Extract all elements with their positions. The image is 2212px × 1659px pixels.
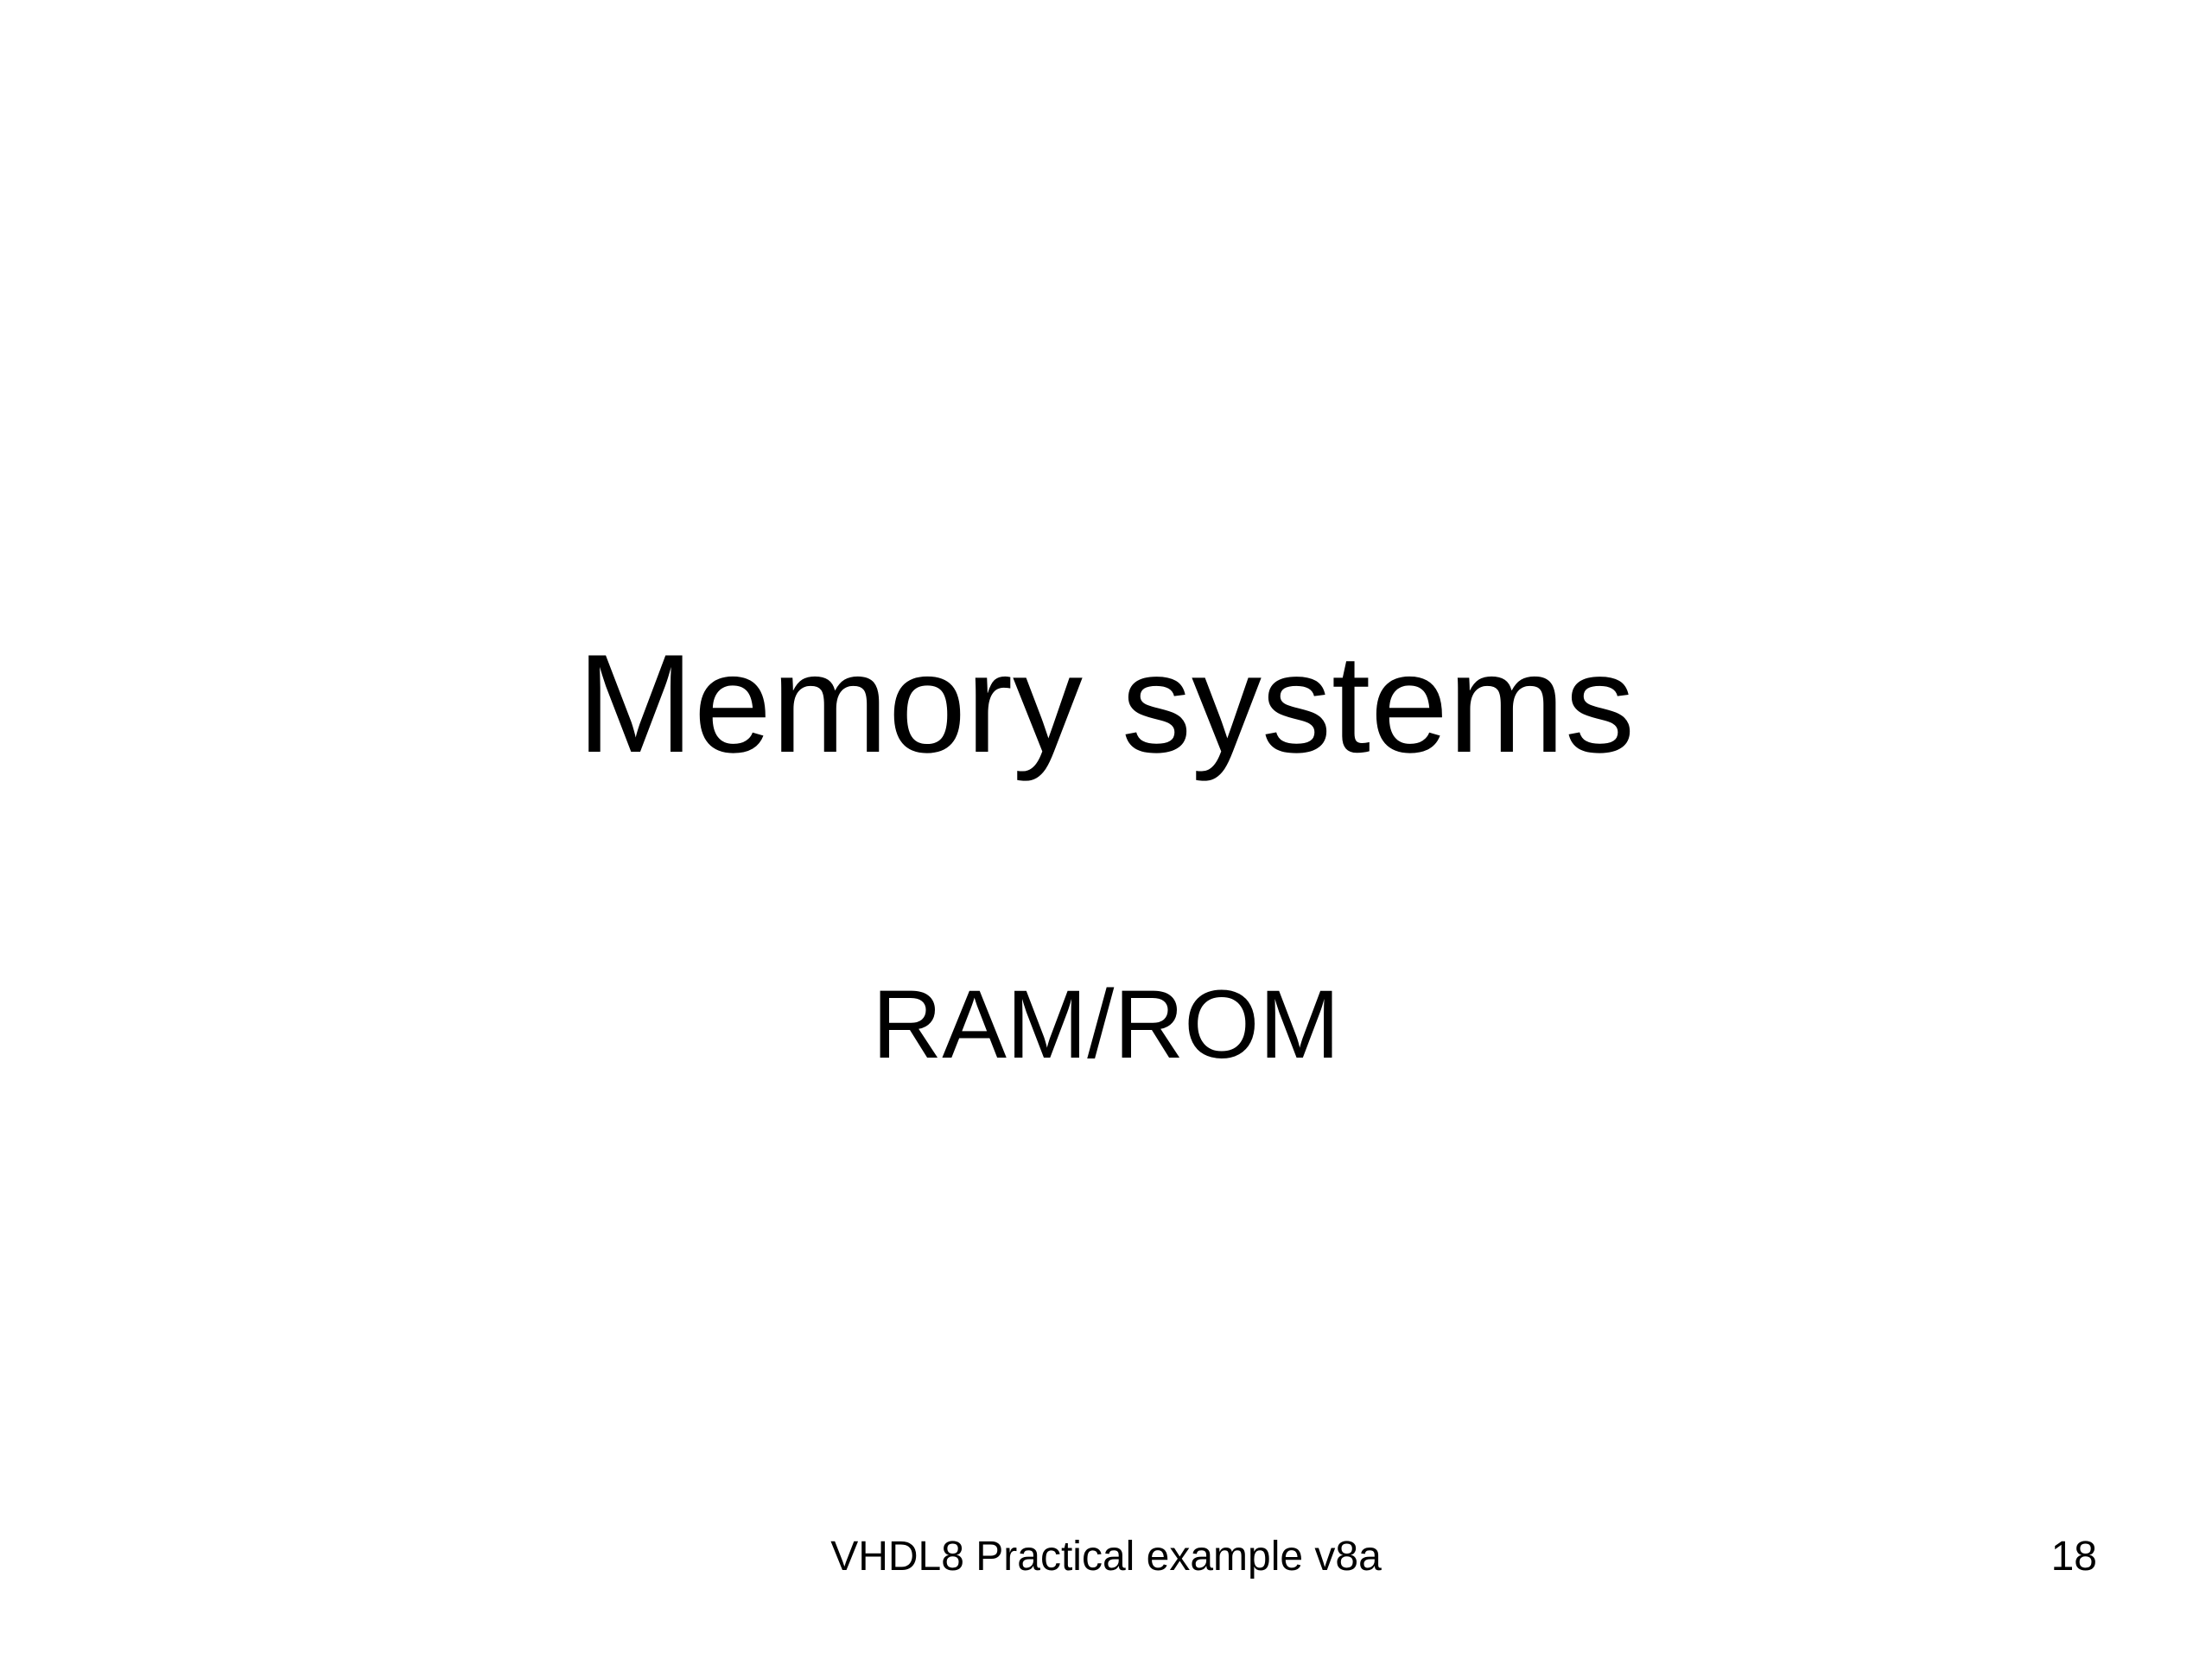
slide-title: Memory systems <box>576 626 1636 782</box>
slide-subtitle: RAM/ROM <box>872 970 1340 1078</box>
page-number: 18 <box>2050 1534 2097 1580</box>
slide-footer: VHDL8 Practical example v8a <box>830 1534 1382 1580</box>
